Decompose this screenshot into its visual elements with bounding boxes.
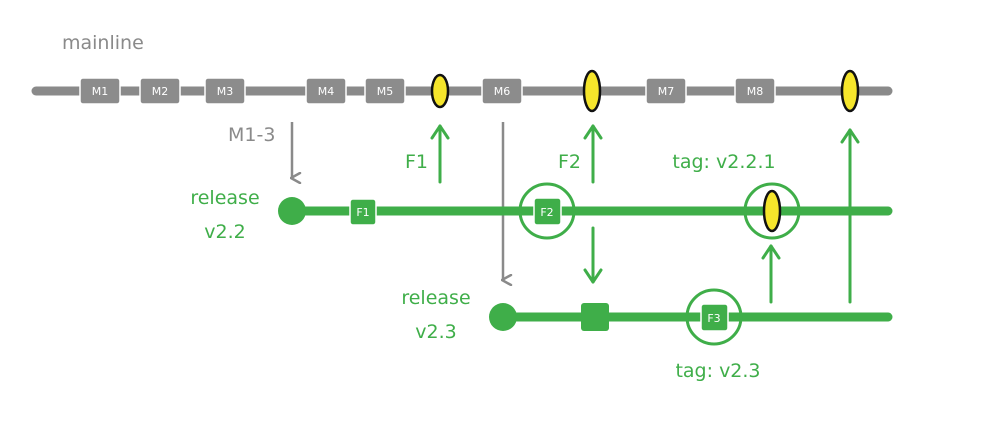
tag-ring (743, 182, 801, 240)
release-v22-label-line1: release (190, 187, 259, 209)
tag-marker (840, 69, 860, 113)
commit-label: F3 (707, 312, 720, 325)
release-v22-label-line2: v2.2 (204, 221, 245, 243)
mainline-commit: M7 (645, 77, 687, 105)
commit-label: M4 (318, 85, 335, 98)
commit-label: F1 (356, 206, 369, 219)
mainline-commit: M2 (139, 77, 181, 105)
v23-to-mainline-arrow-head (840, 128, 860, 144)
tag-marker (582, 69, 602, 113)
mainline-commit: M1 (79, 77, 121, 105)
mainline-commit: M4 (305, 77, 347, 105)
commit-label: M2 (152, 85, 169, 98)
tag-v23-label: tag: v2.3 (675, 360, 760, 382)
mainline-commit: M6 (481, 77, 523, 105)
release-v23-start (489, 303, 517, 331)
mainline-commit: M8 (734, 77, 776, 105)
mainline-commit: M3 (204, 77, 246, 105)
commit-label: M1 (92, 85, 109, 98)
release-v22-start (278, 197, 306, 225)
tag-marker (430, 73, 450, 109)
tag-v23-up-arrow-head (761, 244, 781, 260)
release-commit: F1 (349, 198, 377, 226)
release-commit-unlabeled (581, 303, 609, 331)
release-commit: F2 (533, 197, 562, 226)
commit-label: M8 (747, 85, 764, 98)
mainline-label: mainline (62, 32, 144, 54)
m1-3-label: M1-3 (228, 124, 275, 146)
commit-label: M5 (377, 85, 394, 98)
commit-label: M6 (494, 85, 511, 98)
f2-arrow-label: F2 (558, 151, 581, 173)
release-v23-label-line1: release (401, 287, 470, 309)
f2-arrow-head (583, 124, 603, 140)
tag-ring (518, 182, 576, 240)
tag-ring (685, 288, 743, 346)
commit-label: M7 (658, 85, 675, 98)
commit-label: M3 (217, 85, 234, 98)
tag-marker (762, 189, 782, 233)
f1-arrow-head (430, 124, 450, 140)
release-v23-label-line2: v2.3 (415, 321, 456, 343)
f1-arrow-label: F1 (405, 151, 428, 173)
commit-label: F2 (540, 206, 553, 219)
mainline-commit: M5 (364, 77, 406, 105)
tag-v221-label: tag: v2.2.1 (672, 151, 775, 173)
release-commit: F3 (700, 303, 729, 332)
f2-down-arrow-head (583, 268, 603, 284)
